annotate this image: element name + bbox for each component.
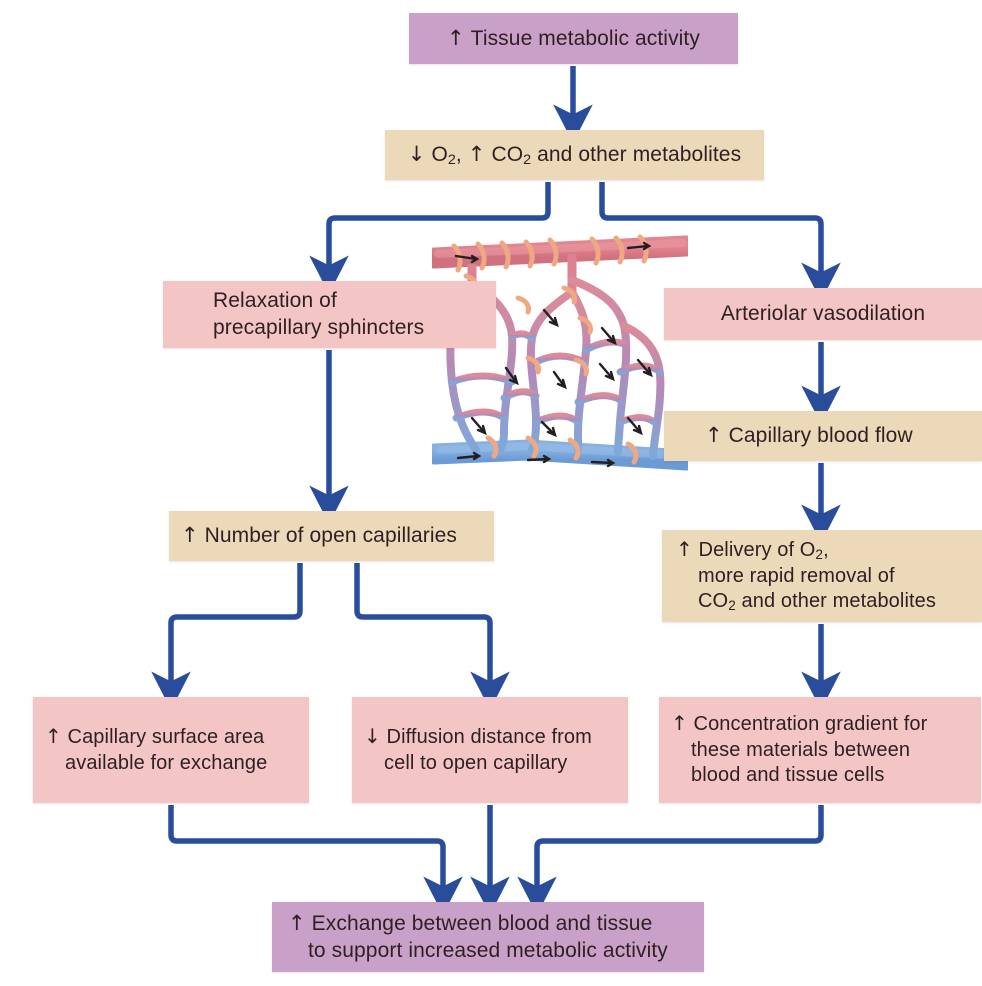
down-arrow-icon: ↓ bbox=[407, 141, 426, 166]
up-arrow-icon: ↑ bbox=[671, 711, 688, 736]
node-tissue-metabolic-activity: ↑ Tissue metabolic activity bbox=[409, 13, 738, 64]
node-gases-label: ↓ O2, ↑ CO2 and other metabolites bbox=[407, 141, 742, 168]
edge-open-capillaries-to-diffusion bbox=[354, 563, 510, 710]
node-oxygen-co2-metabolites: ↓ O2, ↑ CO2 and other metabolites bbox=[385, 130, 764, 180]
up-arrow-icon: ↑ bbox=[467, 141, 486, 166]
up-arrow-icon: ↑ bbox=[676, 537, 693, 562]
edge-gradient-to-exchange bbox=[517, 805, 824, 915]
up-arrow-icon: ↑ bbox=[181, 523, 199, 548]
node-number-of-open-capillaries: ↑ Number of open capillaries bbox=[169, 511, 494, 561]
node-arteriolar-label: Arteriolar vasodilation bbox=[720, 301, 926, 325]
up-arrow-icon: ↑ bbox=[45, 723, 62, 748]
node-capflow-label: ↑ Capillary blood flow bbox=[705, 423, 913, 448]
up-arrow-icon: ↑ bbox=[447, 25, 465, 50]
up-arrow-icon: ↑ bbox=[705, 423, 723, 448]
edge-open-capillaries-to-surface bbox=[151, 563, 303, 710]
capillary-bed-illustration bbox=[432, 234, 688, 471]
node-opencap-label: ↑ Number of open capillaries bbox=[181, 523, 458, 548]
node-arteriolar-vasodilation: Arteriolar vasodilation bbox=[664, 288, 982, 340]
edge-surface-to-exchange bbox=[168, 805, 463, 915]
node-tissue-label: ↑ Tissue metabolic activity bbox=[447, 25, 700, 50]
up-arrow-icon: ↑ bbox=[288, 910, 306, 935]
node-capillary-blood-flow: ↑ Capillary blood flow bbox=[664, 411, 982, 461]
down-arrow-icon: ↓ bbox=[364, 723, 381, 748]
